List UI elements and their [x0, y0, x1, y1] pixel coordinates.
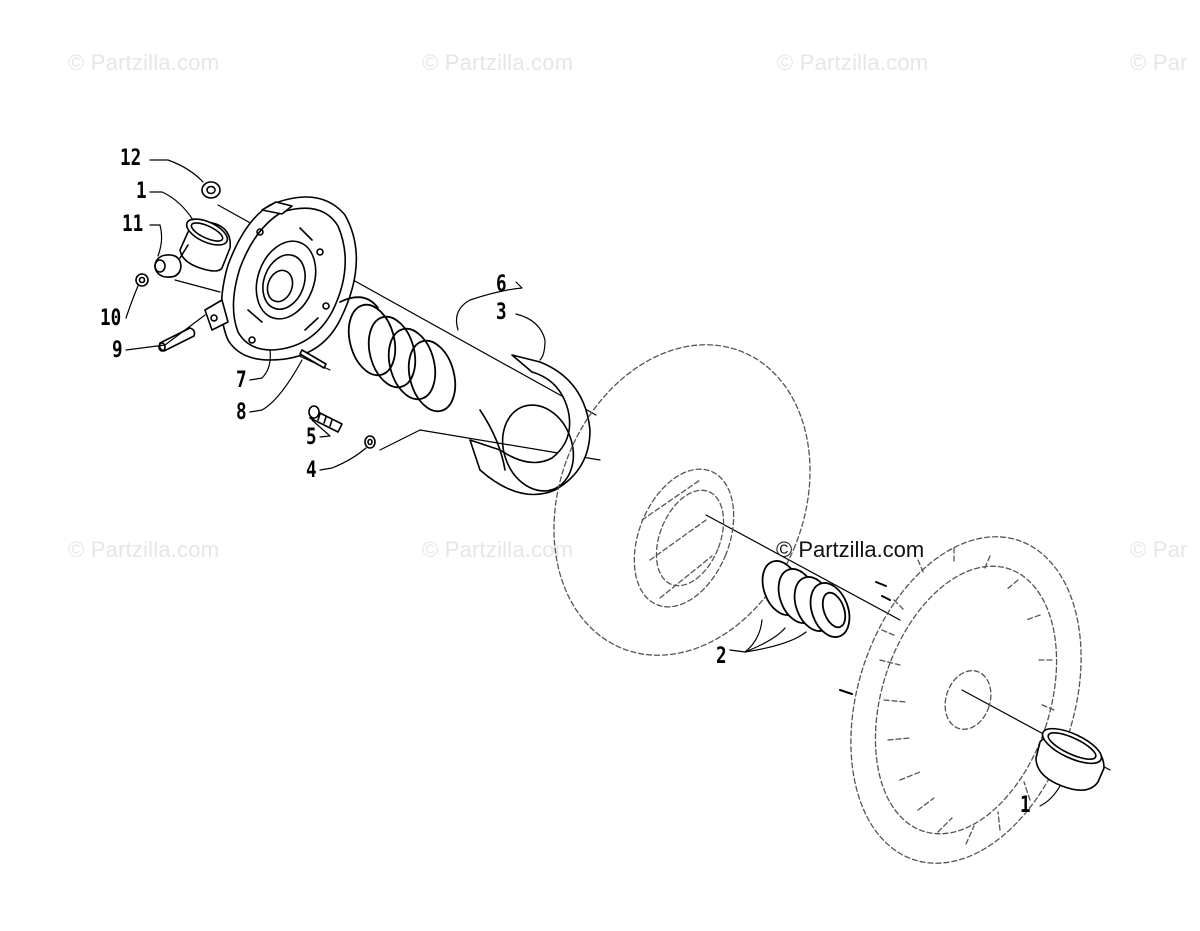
watermark-top-edge: © Par [1130, 50, 1188, 75]
pin-part-9 [158, 327, 196, 352]
watermark-top-center: © Partzilla.com [422, 50, 574, 75]
washers-part-2 [761, 560, 851, 638]
bushing-part-1-bottom [1035, 727, 1105, 791]
watermark-top-left: © Partzilla.com [68, 50, 220, 75]
callout-12: 12 [120, 146, 142, 171]
callout-11: 11 [122, 212, 144, 237]
watermark-top-right: © Partzilla.com [777, 50, 929, 75]
roll-pin-part-8 [299, 349, 327, 369]
watermark-overlay: © Partzilla.com [776, 537, 925, 562]
callout-9: 9 [112, 338, 123, 363]
movable-sheave [850, 536, 1082, 864]
screw-part-5 [308, 405, 343, 433]
cam-plate-assembly [204, 196, 358, 361]
callout-4: 4 [306, 458, 317, 483]
fixed-sheave [553, 344, 811, 656]
nut-part-4 [364, 435, 376, 449]
leader-lines [125, 159, 1061, 807]
watermark-mid-left: © Partzilla.com [68, 537, 220, 562]
callout-2: 2 [716, 644, 727, 669]
callout-1-bottom: 1 [1020, 793, 1031, 818]
spring-part-6 [339, 296, 457, 413]
callout-5: 5 [306, 425, 317, 450]
sheave-bolts [839, 581, 891, 695]
watermark-mid-edge: © Par [1130, 537, 1188, 562]
callout-7: 7 [236, 368, 247, 393]
callout-1-top: 1 [136, 179, 147, 204]
callout-10: 10 [100, 306, 122, 331]
roller-part-11 [154, 254, 182, 278]
cam-helix-part-3 [469, 354, 591, 496]
callout-8: 8 [236, 400, 247, 425]
bushing-part-1-top [179, 218, 232, 272]
nut-part-12 [201, 181, 221, 199]
callout-6: 6 [496, 272, 507, 297]
washer-part-10 [135, 273, 149, 287]
callout-3: 3 [496, 300, 507, 325]
watermark-mid-center: © Partzilla.com [422, 537, 574, 562]
